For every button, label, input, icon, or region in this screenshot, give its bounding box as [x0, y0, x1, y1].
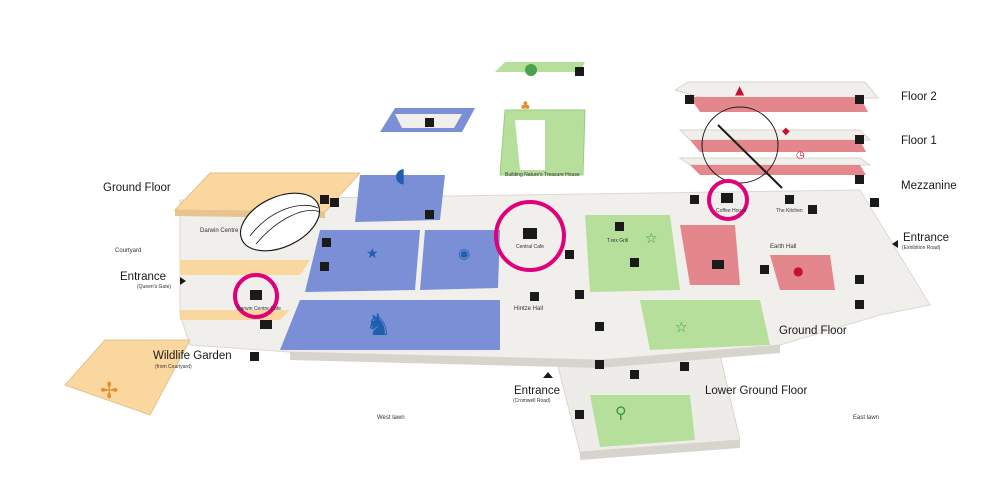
cafe-icon — [250, 193, 733, 300]
label-darwin-centre: Darwin Centre — [200, 228, 239, 234]
wildlife-garden: ✢ — [64, 339, 191, 416]
label-earth-hall: Earth Hall — [770, 244, 796, 250]
eye-icon: ◉ — [458, 246, 470, 262]
wildlife-garden-label: Wildlife Garden — [153, 350, 232, 362]
label-trex-grill: T.rex Grill — [607, 238, 628, 244]
arrow-cromwell-icon — [543, 372, 553, 378]
dragonfly-icon: ✢ — [100, 379, 118, 404]
label-the-kitchen: The Kitchen — [776, 208, 803, 214]
entrance-queens-gate-sub: (Queen's Gate) — [137, 284, 171, 290]
highlight-darwin-cafe — [233, 273, 279, 319]
blue-zone-dinosaurs — [280, 300, 500, 350]
green-zone-right — [585, 215, 680, 292]
label-darwin-cafe: Darwin Centre Cafe — [237, 306, 281, 312]
dodo-icon: ♣ — [520, 99, 531, 113]
label-courtyard: Courtyard — [115, 248, 141, 254]
highlight-coffee-house — [707, 179, 749, 221]
star-green-lower-icon: ☆ — [675, 320, 688, 336]
red-zone-right — [770, 255, 835, 290]
label-ground-left: Ground Floor — [103, 182, 171, 194]
entrance-queens-gate-label: Entrance — [120, 271, 166, 283]
skull-icon: ● — [793, 264, 803, 278]
arrow-queens-gate-icon — [180, 277, 186, 285]
label-floor2: Floor 2 — [901, 91, 937, 103]
label-ground-right: Ground Floor — [779, 325, 847, 337]
volcano-icon: ▲ — [735, 83, 745, 97]
label-treasure-house: Building Nature's Treasure House — [505, 172, 580, 178]
label-lower-ground: Lower Ground Floor — [705, 385, 807, 397]
dinosaur-icon: ♞ — [365, 308, 392, 343]
magnifier-icon: ⚲ — [615, 403, 627, 422]
whale-icon: ◖ — [395, 163, 406, 187]
entrance-exhibition-sub: (Exhibition Road) — [902, 245, 941, 251]
label-floor1: Floor 1 — [901, 135, 937, 147]
green-zone-lower — [640, 300, 770, 350]
ground-floor-slab — [179, 175, 931, 368]
accessible-icon — [250, 205, 817, 371]
lift-icon — [320, 67, 864, 419]
blue-zone-mid-right — [420, 230, 500, 290]
star-icon: ★ — [366, 246, 379, 262]
blue-zone-upper — [355, 175, 445, 222]
clock-icon: ◷ — [796, 150, 805, 161]
label-west-lawn: West lawn — [377, 415, 405, 421]
star-green-icon: ☆ — [645, 231, 658, 247]
info-icon — [530, 265, 769, 331]
highlight-central-cafe — [494, 200, 566, 272]
toilet-icon — [330, 195, 879, 369]
red-zone-left — [680, 225, 740, 285]
wildlife-garden-sub: (from Courtyard) — [155, 364, 192, 370]
lower-ground-floor-slab — [554, 354, 741, 460]
entrance-exhibition-label: Entrance — [903, 232, 949, 244]
blue-zone-mid-left — [305, 230, 420, 292]
treasure-house: ♣ — [495, 62, 586, 176]
label-coffee-house: Coffee House — [716, 208, 747, 214]
label-central-cafe: Central Cafe — [516, 244, 544, 250]
entrance-cromwell-label: Entrance — [514, 385, 560, 397]
label-hintze-hall: Hintze Hall — [514, 306, 543, 312]
earth-hall-tower: ▲ — [673, 81, 880, 189]
arrow-exhibition-icon — [892, 240, 898, 248]
darwin-centre-wing — [173, 172, 362, 320]
gem-icon: ◆ — [782, 126, 790, 137]
label-mezzanine: Mezzanine — [901, 180, 957, 192]
shop-icon — [260, 260, 724, 329]
tree-icon — [525, 64, 537, 76]
entrance-cromwell-sub: (Cromwell Road) — [513, 398, 551, 404]
label-east-lawn: East lawn — [853, 415, 879, 421]
